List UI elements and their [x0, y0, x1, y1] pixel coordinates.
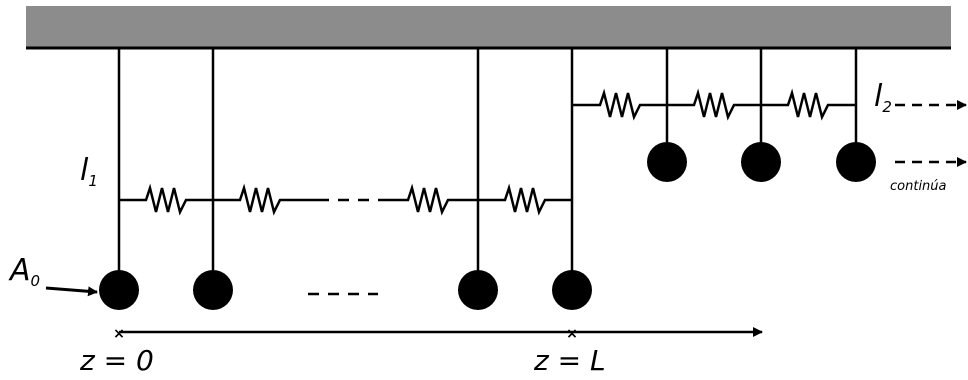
- a0-arrow: [45, 286, 98, 297]
- z-axis-tick-0: ×: [113, 326, 125, 342]
- pendulum-ball-7: [836, 142, 876, 182]
- spring-6: [667, 88, 761, 121]
- label-a0: A0: [8, 253, 40, 290]
- spring-chain-upper: [572, 88, 856, 121]
- spring-2: [213, 183, 318, 216]
- pendulum-ball-1: [99, 270, 139, 310]
- pendulum-ball-3: [458, 270, 498, 310]
- spring-1: [119, 183, 213, 216]
- label-l1: l1: [80, 153, 98, 190]
- ceiling-support: [26, 6, 951, 48]
- z-axis-tick-l: ×: [566, 326, 578, 342]
- pendulum-ball-6: [741, 142, 781, 182]
- spring-4: [478, 183, 572, 216]
- spring-7: [761, 88, 856, 121]
- label-continua: continúa: [890, 179, 947, 194]
- spring-chain-lower: [119, 183, 572, 216]
- spring-3: [385, 183, 478, 216]
- label-zl: z = L: [533, 344, 606, 377]
- label-z0: z = 0: [79, 344, 154, 377]
- spring-5: [572, 88, 667, 121]
- pendulum-ball-4: [552, 270, 592, 310]
- pendulum-ball-2: [193, 270, 233, 310]
- label-l2: l2: [874, 79, 892, 116]
- pendulum-ball-5: [647, 142, 687, 182]
